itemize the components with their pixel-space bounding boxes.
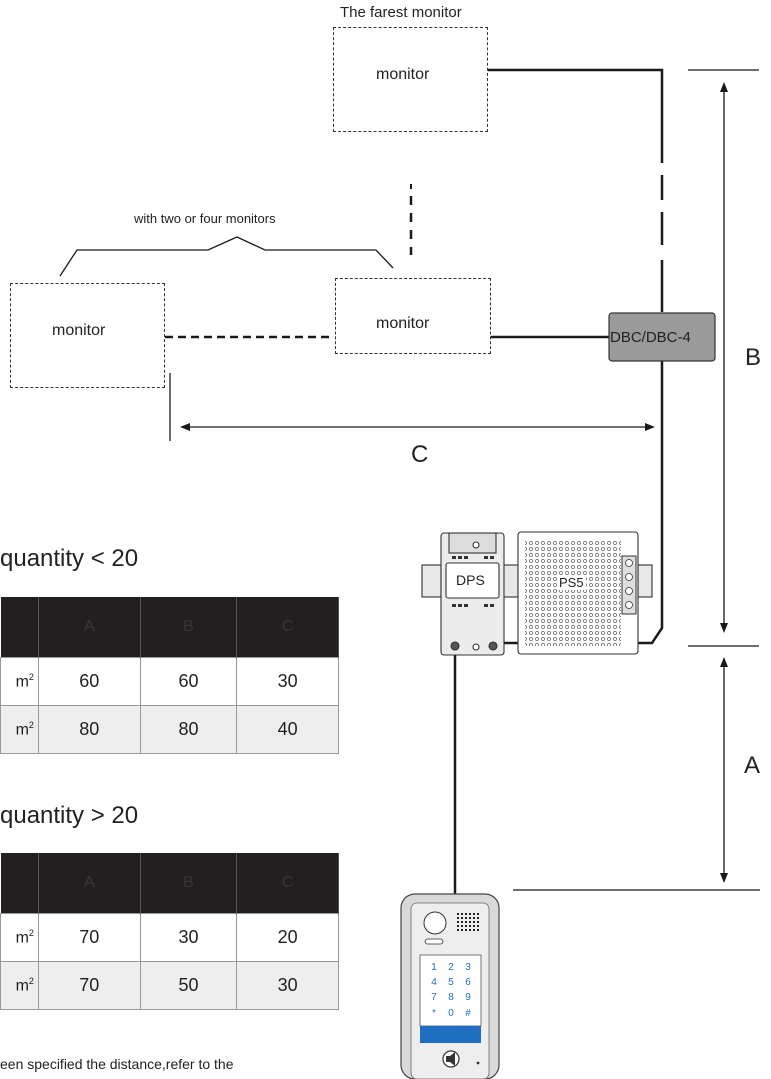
- table1-heading: quantity < 20: [0, 545, 139, 572]
- key: 0: [448, 1008, 454, 1019]
- speaker-icon: [446, 1052, 455, 1066]
- speaker-grille: [457, 913, 479, 931]
- table-cell: 70: [37, 913, 141, 962]
- dimension-b: [688, 69, 759, 647]
- dbc-box: [608, 312, 716, 362]
- table-cell: 30: [139, 913, 238, 962]
- table-row: m2 70 50 30: [0, 961, 339, 1010]
- dimension-c-label: C: [411, 441, 429, 468]
- table-cell-area: m2: [0, 961, 39, 1010]
- group-bracket: [59, 236, 394, 277]
- table2-header-blank: [0, 853, 39, 914]
- key: 8: [448, 992, 454, 1003]
- table-cell: 70: [37, 961, 141, 1010]
- table-cell: 30: [236, 961, 339, 1010]
- table1-col-c: C: [236, 597, 339, 658]
- key: 1: [431, 962, 437, 973]
- key: 2: [448, 962, 454, 973]
- monitor-label-left: monitor: [52, 322, 106, 339]
- ps5-label: PS5: [557, 575, 586, 590]
- monitor-farest-box: [333, 27, 488, 132]
- key: 9: [465, 992, 471, 1003]
- dimension-b-label: B: [745, 344, 762, 371]
- table-cell: 80: [139, 705, 238, 754]
- table1-col-b: B: [140, 597, 238, 658]
- table1-header-blank: [0, 597, 39, 658]
- table2-heading: quantity > 20: [0, 802, 139, 829]
- farest-monitor-label: The farest monitor: [340, 4, 462, 21]
- ps5-module: [517, 531, 653, 655]
- keypad: 1 2 3 4 5 6 7 8 9 * 0 #: [431, 962, 471, 1019]
- table2-col-a: A: [38, 853, 141, 914]
- table2-header-row: A B C: [0, 853, 339, 914]
- key: 7: [431, 992, 437, 1003]
- table2-col-b: B: [140, 853, 238, 914]
- door-station-panel: [400, 893, 500, 1079]
- dps-module: [421, 532, 519, 656]
- key: 4: [431, 977, 437, 988]
- key: 6: [465, 977, 471, 988]
- table-cell: 80: [37, 705, 141, 754]
- table2-col-c: C: [236, 853, 339, 914]
- monitor-middle-box: [335, 278, 491, 354]
- table-cell-area: m2: [0, 913, 39, 962]
- dbc-label: DBC/DBC-4: [610, 329, 691, 346]
- table-cell: 20: [236, 913, 339, 962]
- table-cell: 60: [139, 657, 238, 706]
- key: *: [432, 1008, 436, 1019]
- table-cell: 40: [236, 705, 339, 754]
- table-row: m2 70 30 20: [0, 913, 339, 962]
- footnote: een specified the distance,refer to the: [0, 1056, 234, 1072]
- dimension-c: [169, 373, 655, 441]
- table1: A B C m2 60 60 30 m2 80 80 40: [0, 597, 339, 754]
- dps-label: DPS: [456, 572, 485, 588]
- monitor-label-top: monitor: [376, 66, 430, 83]
- table-row: m2 60 60 30: [0, 657, 339, 706]
- table1-col-a: A: [38, 597, 141, 658]
- monitor-left-box: [10, 283, 165, 388]
- table-cell: 50: [139, 961, 238, 1010]
- table-cell: 30: [236, 657, 339, 706]
- table1-header-row: A B C: [0, 597, 339, 658]
- key: 5: [448, 977, 454, 988]
- table-cell-area: m2: [0, 657, 39, 706]
- dimension-a: [513, 657, 760, 891]
- monitor-label-middle: monitor: [376, 315, 430, 332]
- table2: A B C m2 70 30 20 m2 70 50 30: [0, 853, 339, 1010]
- key: 3: [465, 962, 471, 973]
- dimension-a-label: A: [744, 752, 761, 779]
- table-row: m2 80 80 40: [0, 705, 339, 754]
- table-cell: 60: [37, 657, 141, 706]
- group-label: with two or four monitors: [134, 211, 276, 226]
- table-cell-area: m2: [0, 705, 39, 754]
- cable-lines: [453, 68, 664, 895]
- key: #: [465, 1008, 471, 1019]
